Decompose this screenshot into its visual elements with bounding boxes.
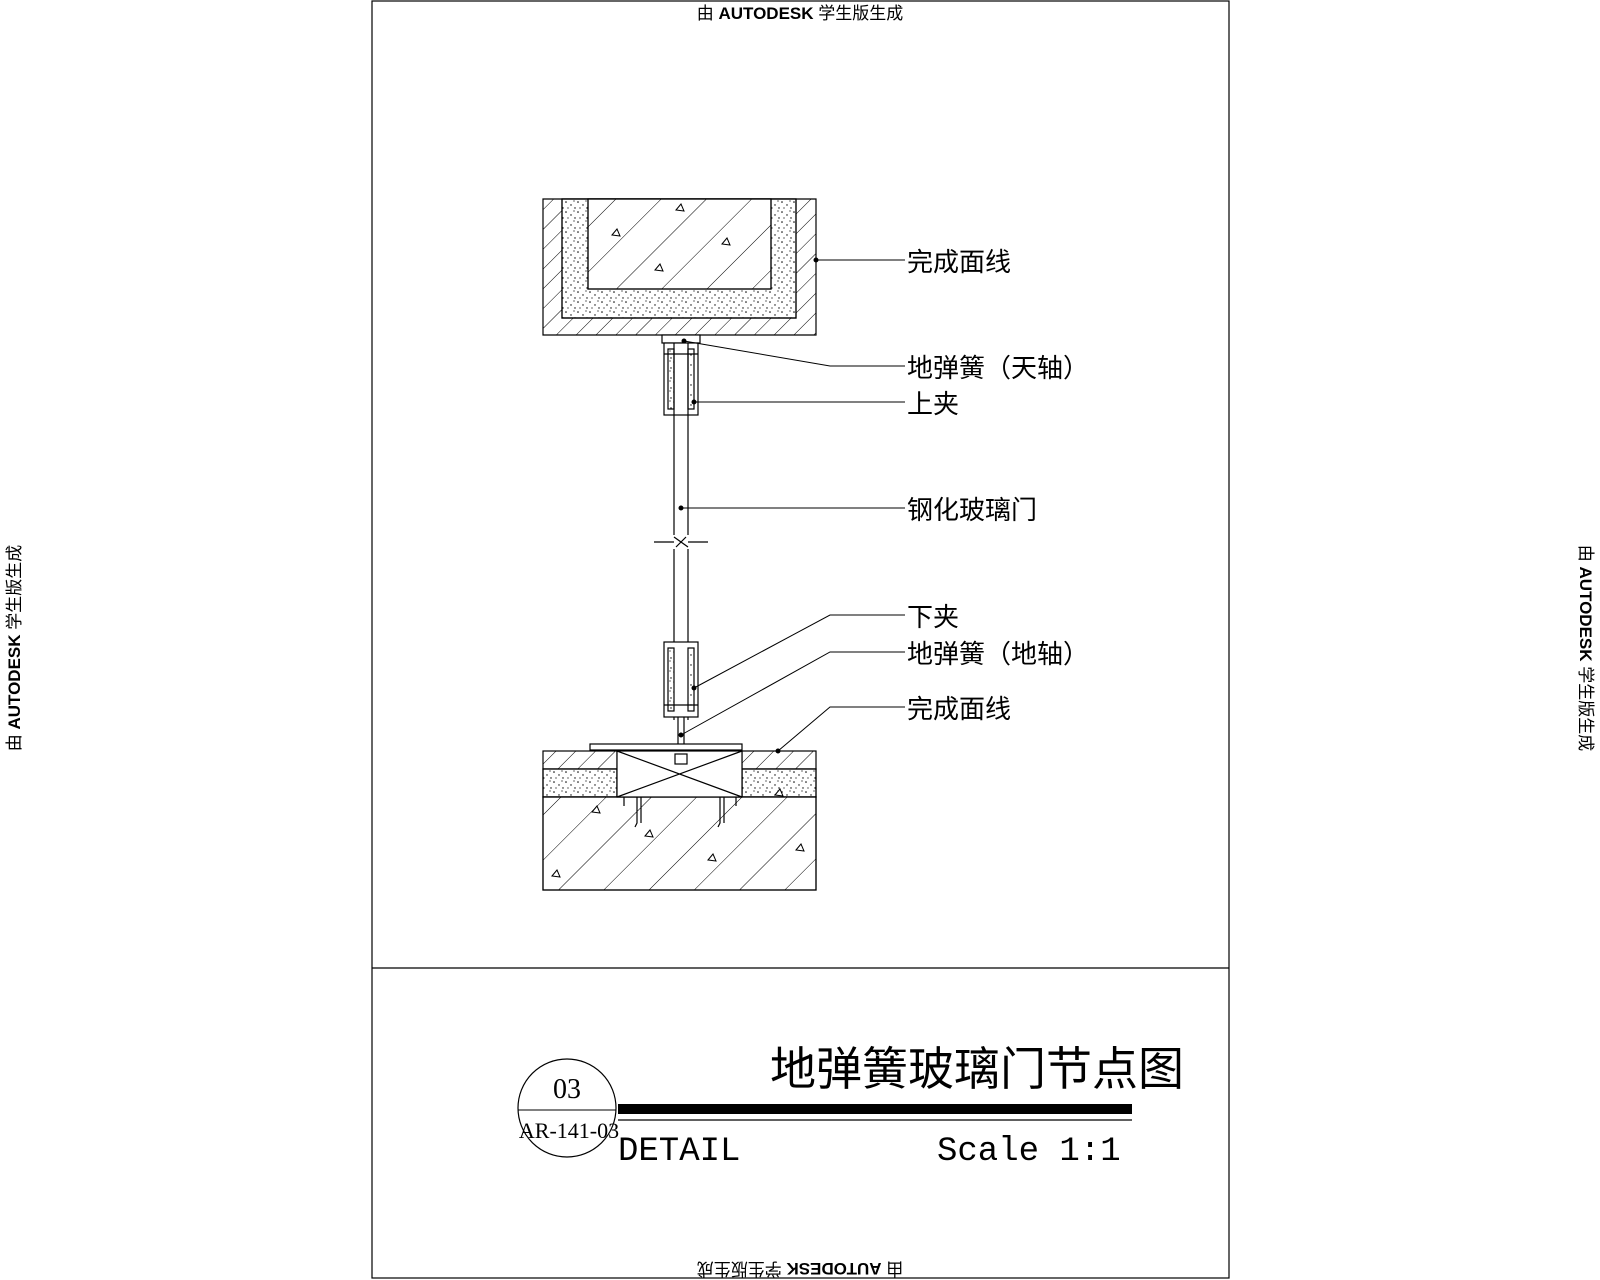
sheet-reference: AR-141-03 xyxy=(519,1118,619,1143)
label-upper-clamp: 上夹 xyxy=(907,390,959,420)
svg-text:由 AUTODESK 学生版生成: 由 AUTODESK 学生版生成 xyxy=(5,545,24,752)
title-block: 03 AR-141-03 地弹簧玻璃门节点图 DETAIL Scale 1:1 xyxy=(517,1042,1184,1171)
scale-label: Scale 1:1 xyxy=(937,1133,1121,1171)
glass-door-assembly xyxy=(654,334,708,748)
drawing-title: 地弹簧玻璃门节点图 xyxy=(770,1042,1184,1096)
callout-labels: 完成面线 地弹簧（天轴） 上夹 钢化玻璃门 下夹 地弹簧（地轴） 完成面线 xyxy=(907,248,1089,725)
floor-section xyxy=(542,743,817,891)
label-floor-spring-top-pivot: 地弹簧（天轴） xyxy=(907,354,1089,384)
label-finish-line-top: 完成面线 xyxy=(907,248,1011,278)
title-underline-bold xyxy=(618,1104,1132,1114)
sheet-frame xyxy=(371,0,1230,1279)
label-tempered-glass-door: 钢化玻璃门 xyxy=(907,496,1037,526)
detail-number: 03 xyxy=(553,1074,581,1105)
watermark-top: 由 AUTODESK 学生版生成 xyxy=(697,4,904,23)
svg-text:由 AUTODESK 学生版生成: 由 AUTODESK 学生版生成 xyxy=(1576,545,1595,752)
watermark-right: 由 AUTODESK 学生版生成 xyxy=(1576,545,1595,752)
leader-lines xyxy=(678,257,905,754)
ceiling-section xyxy=(542,198,817,336)
svg-text:由 AUTODESK 学生版生成: 由 AUTODESK 学生版生成 xyxy=(697,1259,904,1278)
watermark-left: 由 AUTODESK 学生版生成 xyxy=(5,545,24,752)
watermark-bottom: 由 AUTODESK 学生版生成 xyxy=(697,1259,904,1278)
label-lower-clamp: 下夹 xyxy=(907,603,959,633)
label-floor-spring-floor-pivot: 地弹簧（地轴） xyxy=(907,640,1089,670)
label-finish-line-bottom: 完成面线 xyxy=(907,695,1011,725)
detail-label: DETAIL xyxy=(618,1133,740,1171)
svg-text:由 AUTODESK 学生版生成: 由 AUTODESK 学生版生成 xyxy=(697,4,904,23)
detail-bubble xyxy=(517,1058,617,1158)
